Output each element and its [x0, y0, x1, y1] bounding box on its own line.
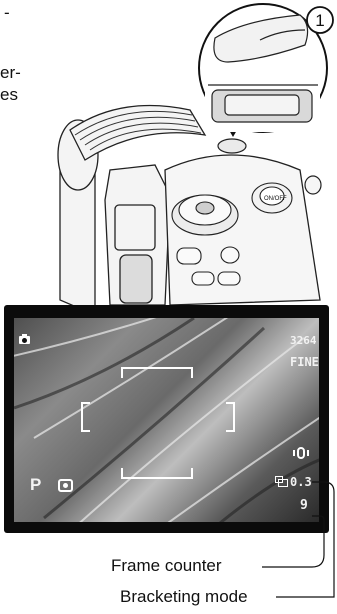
bracketing-leader-line: [276, 482, 334, 597]
caption-frame-counter: Frame counter: [111, 556, 222, 576]
frame-counter-leader-line: [262, 516, 324, 567]
caption-bracketing-mode: Bracketing mode: [120, 587, 248, 607]
